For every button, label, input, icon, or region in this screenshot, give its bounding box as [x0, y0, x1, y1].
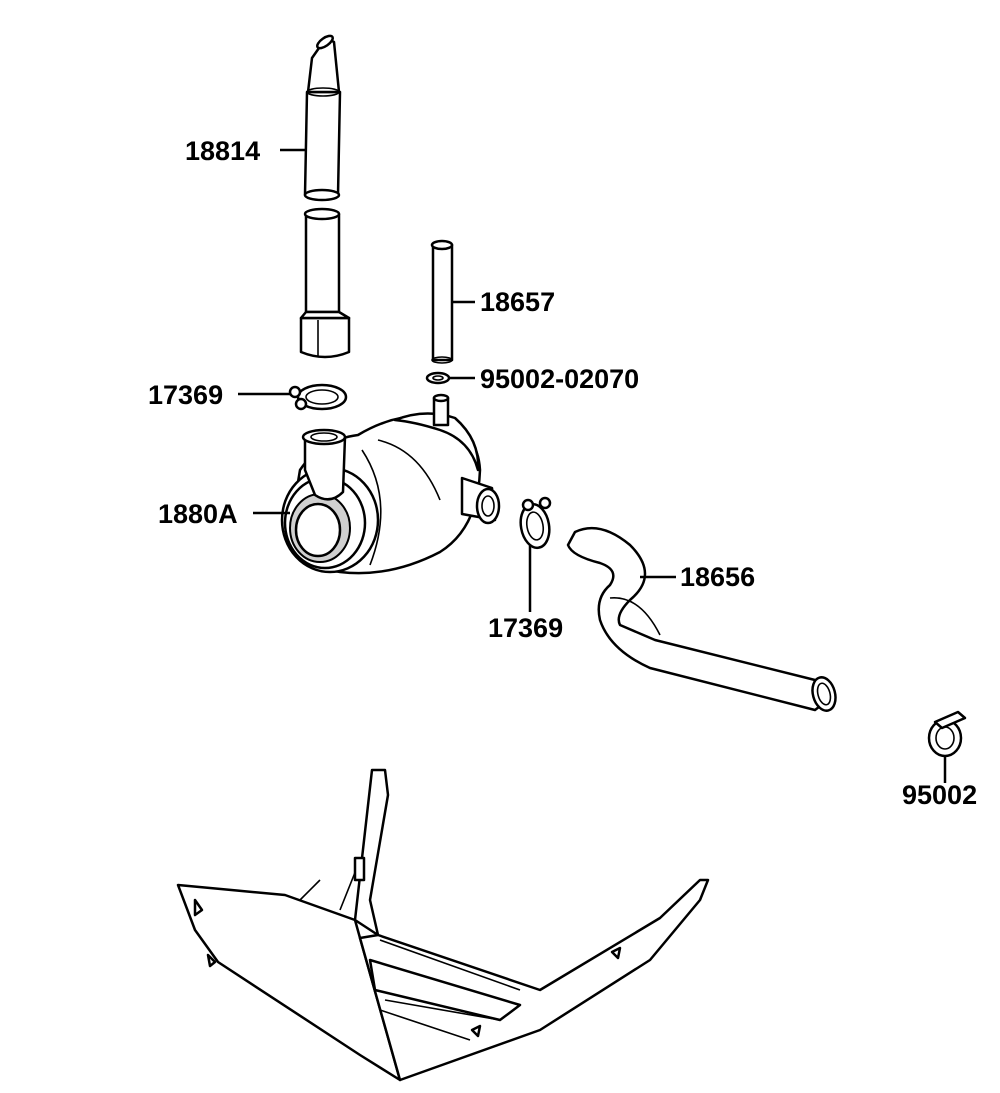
pipe-18814 [303, 34, 342, 202]
label-clamp-95002: 95002 [902, 780, 977, 810]
leader-lines [238, 148, 947, 783]
label-clip-17369-left: 17369 [148, 380, 223, 410]
label-clip-17369-right: 17369 [488, 613, 563, 643]
label-pipe-18657: 18657 [480, 287, 555, 317]
label-clamp-95002-02070: 95002-02070 [480, 364, 639, 394]
clip-17369-right [519, 496, 552, 550]
clamp-95002-02070 [425, 371, 451, 385]
label-filter-1880a: 1880A [158, 499, 238, 529]
clamp-95002 [927, 710, 967, 758]
label-hose-18656: 18656 [680, 562, 755, 592]
pipe-18657 [430, 239, 454, 364]
hose-18656 [566, 526, 837, 712]
lower-cover [176, 768, 710, 1082]
clip-17369-left [288, 383, 348, 411]
pipe-lower-segment [299, 207, 351, 359]
filter-1880a [280, 393, 501, 575]
label-pipe-18814: 18814 [185, 136, 260, 166]
